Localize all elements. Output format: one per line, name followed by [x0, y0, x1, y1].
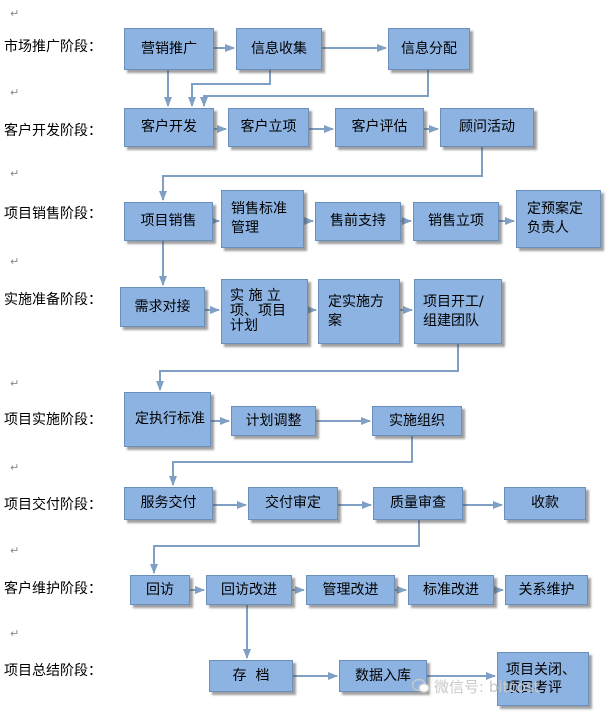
stage-label-project-delivery: 项目交付阶段： — [4, 497, 102, 513]
box-project-close-eval: 项目关闭、项目考评 — [497, 652, 589, 706]
box-info-distribute: 信息分配 — [388, 28, 470, 70]
box-project-start-team: 项目开工/组建团队 — [414, 279, 502, 344]
box-consult-activity: 顾问活动 — [440, 108, 534, 147]
box-std-improve: 标准改进 — [408, 575, 494, 605]
box-impl-plan: 定实施方案 — [318, 279, 400, 344]
box-visit-improve: 回访改进 — [206, 575, 292, 605]
box-payment: 收款 — [504, 487, 586, 520]
paragraph-mark: ↵ — [10, 167, 20, 180]
box-sales-standard-mgmt: 销售标准管理 — [221, 190, 304, 248]
stage-label-project-impl: 项目实施阶段： — [4, 412, 102, 428]
box-impl-organize: 实施组织 — [372, 406, 462, 436]
box-delivery-review: 交付审定 — [248, 487, 338, 520]
stage-label-project-sales: 项目销售阶段： — [4, 206, 102, 222]
box-demand-meeting: 需求对接 — [120, 287, 205, 327]
box-impl-setup-plan: 实 施 立 项、项目 计划 — [221, 279, 308, 344]
stage-label-project-summary: 项目总结阶段： — [4, 663, 102, 679]
paragraph-mark: ↵ — [10, 461, 20, 474]
stage-label-customer-dev: 客户开发阶段： — [4, 123, 102, 139]
box-customer-setup: 客户立项 — [228, 108, 309, 147]
stage-label-impl-prep: 实施准备阶段： — [4, 292, 102, 308]
box-mgmt-improve: 管理改进 — [306, 575, 395, 605]
box-archive: 存 档 — [209, 660, 293, 692]
box-plan-owner: 定预案定负责人 — [516, 190, 601, 248]
box-exec-standard: 定执行标准 — [124, 392, 211, 447]
box-customer-develop: 客户开发 — [124, 108, 214, 147]
paragraph-mark: ↵ — [10, 86, 20, 99]
box-quality-review: 质量审查 — [373, 487, 463, 520]
box-plan-adjust: 计划调整 — [231, 406, 316, 436]
paragraph-mark: ↵ — [10, 255, 20, 268]
paragraph-mark: ↵ — [10, 544, 20, 557]
box-marketing-promotion: 营销推广 — [124, 28, 214, 70]
paragraph-mark: ↵ — [10, 627, 20, 640]
stage-label-marketing: 市场推广阶段： — [4, 39, 102, 55]
paragraph-mark: ↵ — [10, 377, 20, 390]
box-presales-support: 售前支持 — [315, 202, 401, 241]
box-project-sales: 项目销售 — [124, 202, 213, 241]
box-customer-assess: 客户评估 — [335, 108, 424, 147]
box-sales-setup: 销售立项 — [413, 202, 499, 241]
box-relation-maintain: 关系维护 — [505, 575, 588, 605]
watermark-text: 微信号: bitcost — [434, 678, 540, 696]
paragraph-mark: ↵ — [10, 7, 20, 20]
stage-label-customer-maint: 客户维护阶段： — [4, 581, 102, 597]
box-return-visit: 回访 — [130, 575, 190, 605]
box-info-collect: 信息收集 — [236, 28, 322, 70]
wechat-icon — [412, 678, 430, 693]
box-service-delivery: 服务交付 — [124, 487, 213, 520]
